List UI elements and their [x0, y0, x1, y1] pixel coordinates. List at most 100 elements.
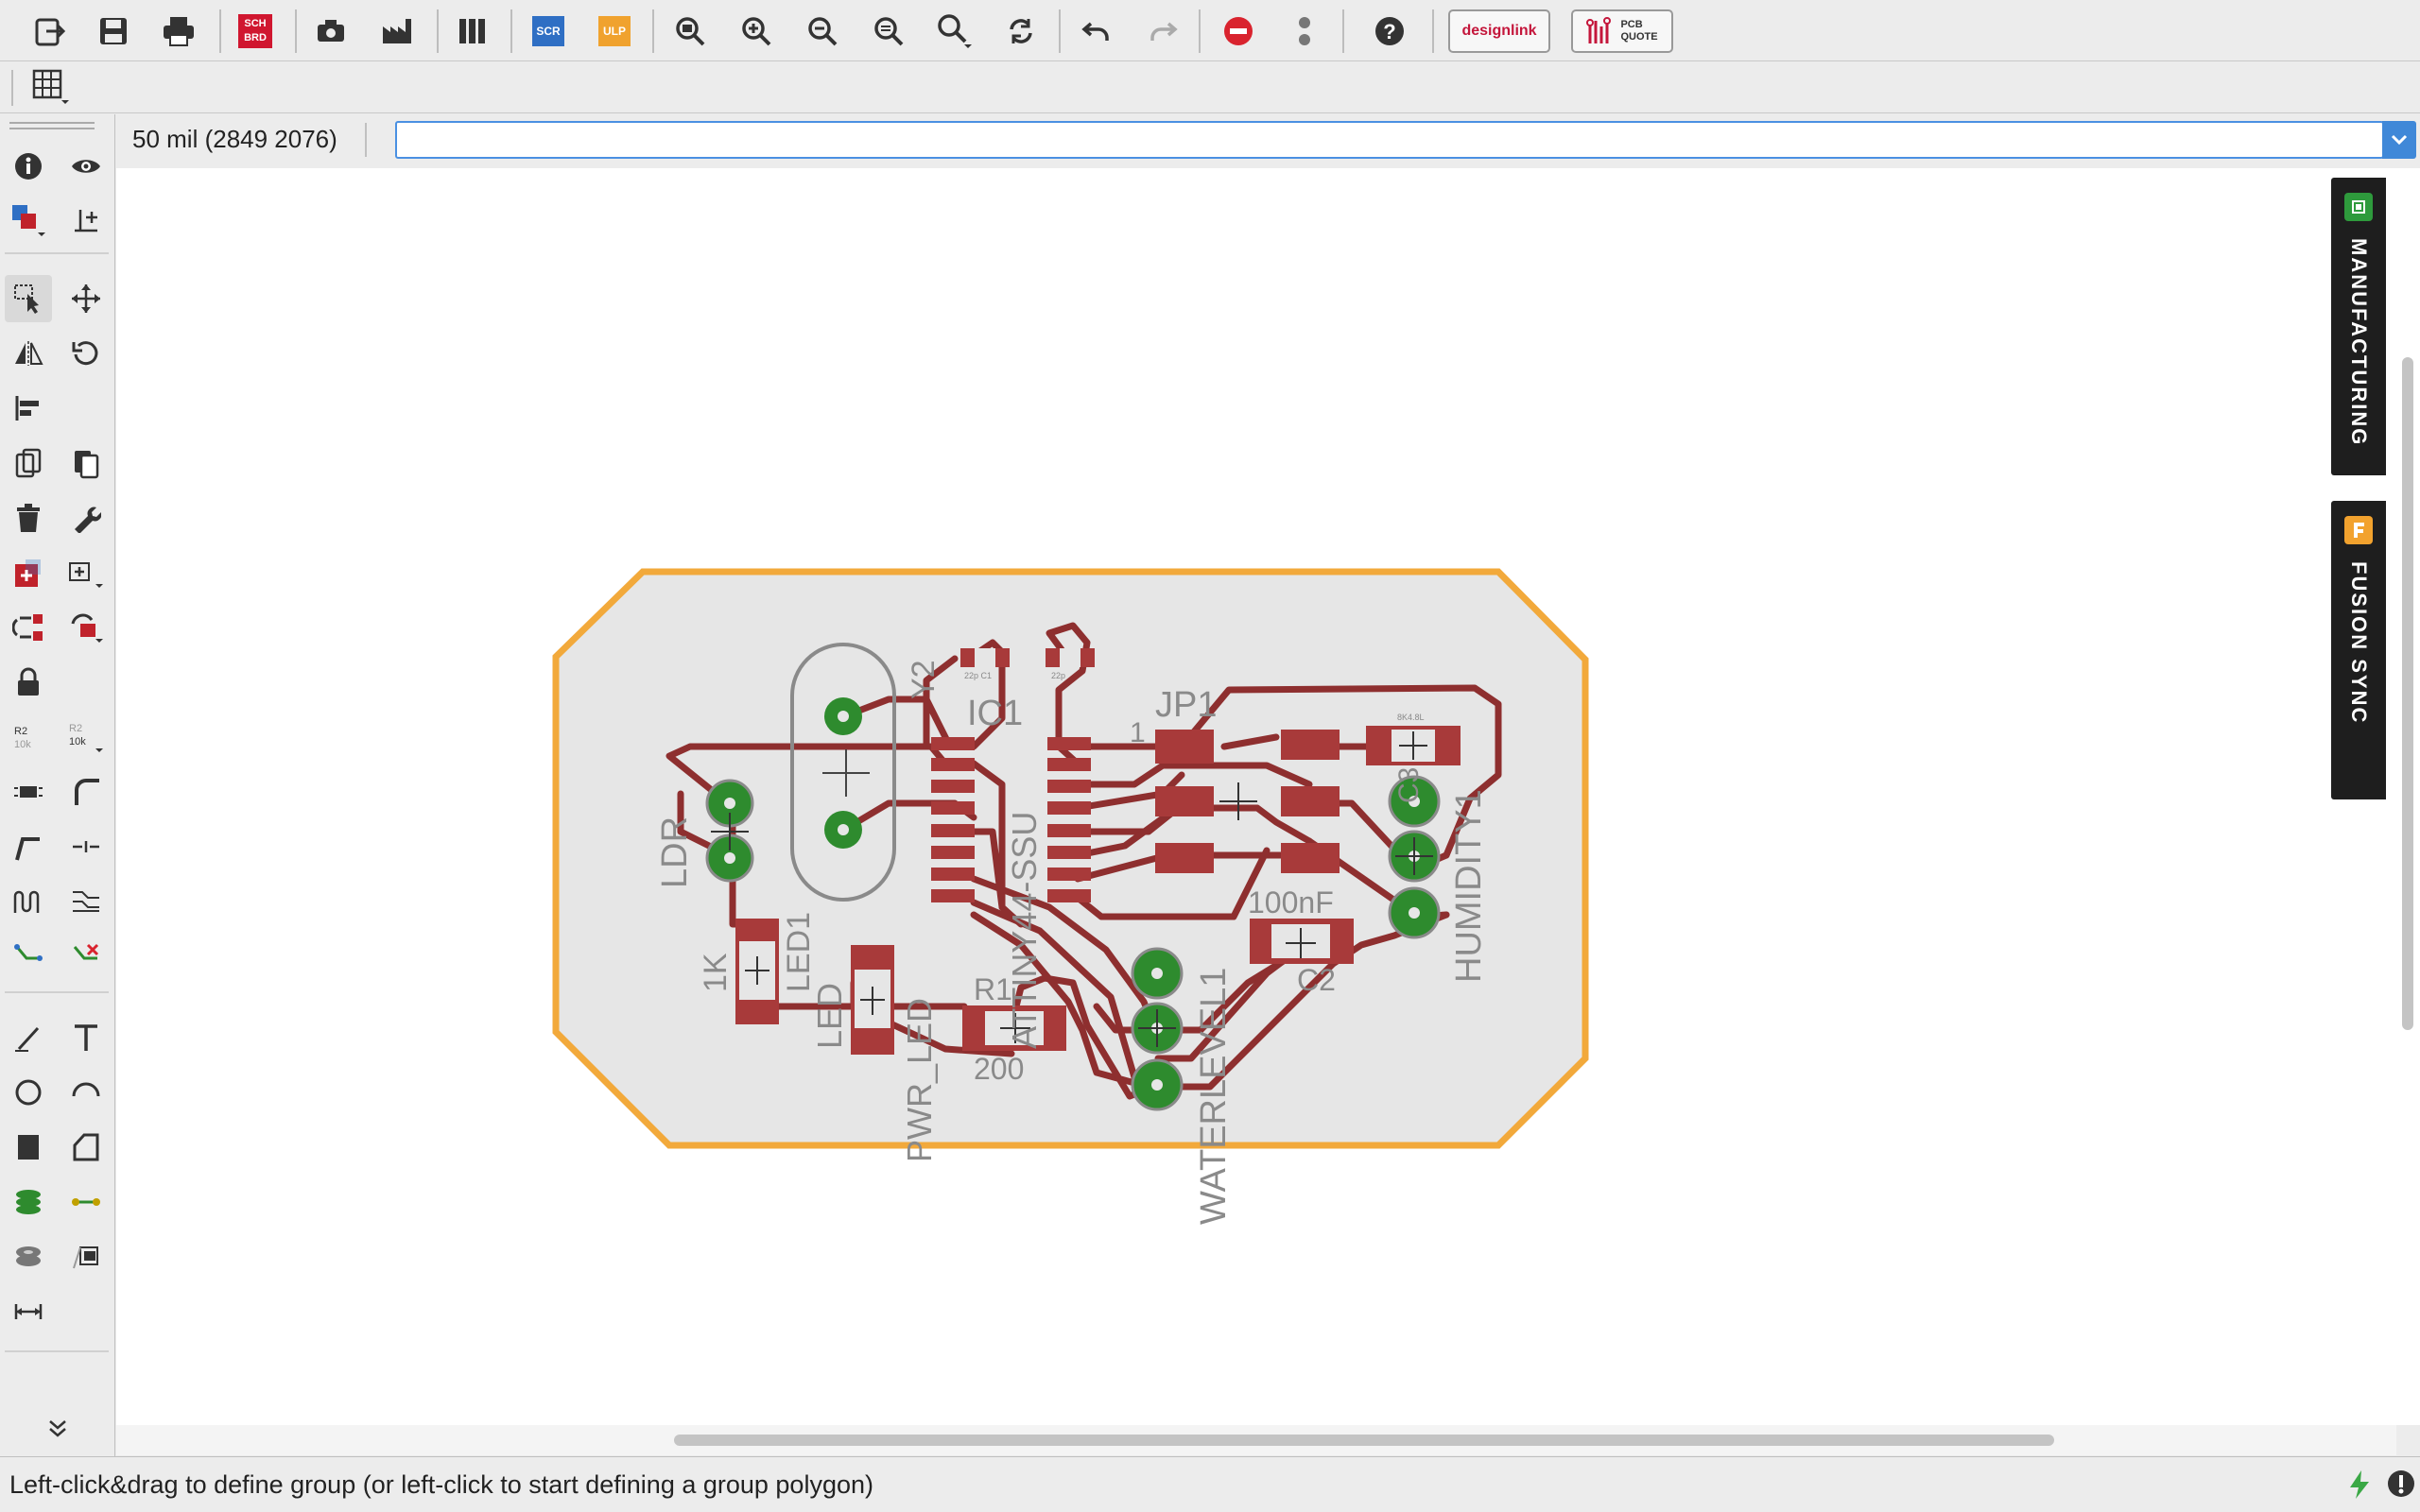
status-message: Left-click&drag to define group (or left… [9, 1470, 873, 1499]
ulp-button[interactable]: ULP [591, 8, 638, 55]
label-cap-2: 22p [1051, 671, 1065, 680]
sch-brd-switch-button[interactable]: SCH BRD [232, 8, 279, 55]
info-icon[interactable] [5, 143, 52, 190]
redraw-icon[interactable] [997, 8, 1045, 55]
help-icon[interactable]: ? [1366, 8, 1413, 55]
group-select-icon[interactable] [5, 275, 52, 322]
label-attiny: ATTINY44-SSU [1005, 812, 1044, 1049]
sch-brd-label: SCH BRD [238, 14, 272, 48]
hole-icon[interactable] [5, 1233, 52, 1280]
smash-icon[interactable] [5, 768, 52, 816]
rectangle-icon[interactable] [5, 1124, 52, 1171]
change-icon[interactable] [62, 604, 110, 651]
text-icon[interactable] [62, 1014, 110, 1061]
svg-text:10k: 10k [69, 736, 86, 747]
board-canvas[interactable]: IC1 JP1 1 100nF C2 R1 200 LDR 1K LED1 LE… [116, 168, 2396, 1425]
command-input[interactable] [395, 121, 2384, 159]
manufacturing-panel-tab[interactable]: MANUFACTURING [2331, 178, 2386, 475]
lock-icon[interactable] [5, 659, 52, 706]
designlink-button[interactable]: designlink [1448, 9, 1550, 53]
save-icon[interactable] [90, 8, 137, 55]
expand-palette-icon[interactable] [34, 1405, 81, 1452]
zoom-fit-icon[interactable] [666, 8, 714, 55]
go-icon[interactable] [1281, 8, 1328, 55]
grid-icon[interactable] [26, 64, 74, 112]
lightning-icon[interactable] [2346, 1469, 2373, 1505]
dimension-icon[interactable] [5, 1288, 52, 1335]
paste-icon[interactable] [62, 439, 110, 487]
svg-text:10k: 10k [14, 739, 31, 750]
main-toolbar: SCH BRD SCR ULP [0, 0, 2420, 61]
crystal-outline [790, 643, 896, 902]
attribute-icon[interactable] [62, 1233, 110, 1280]
zoom-select-icon[interactable] [931, 8, 978, 55]
label-hum-pad: 8K4.8L [1397, 713, 1425, 722]
label-pwr-led: PWR_LED [900, 998, 939, 1162]
label-jp1-pin: 1 [1130, 717, 1146, 748]
align-icon[interactable] [5, 385, 52, 432]
script-button[interactable]: SCR [525, 8, 572, 55]
pcb-quote-button[interactable]: PCB QUOTE [1571, 9, 1673, 53]
camera-icon[interactable] [307, 8, 354, 55]
fusion-sync-panel-tab[interactable]: FUSION SYNC [2331, 501, 2386, 799]
circle-icon[interactable] [5, 1069, 52, 1116]
show-eye-icon[interactable] [62, 143, 110, 190]
undo-icon[interactable] [1073, 8, 1120, 55]
label-dot: C3 [1393, 767, 1425, 803]
print-icon[interactable] [155, 8, 202, 55]
copy-icon[interactable] [5, 439, 52, 487]
wrench-icon[interactable] [62, 494, 110, 541]
zoom-in-icon[interactable] [733, 8, 780, 55]
label-ldr: LDR [655, 816, 695, 888]
svg-text:R2: R2 [69, 723, 82, 734]
scr-label: SCR [532, 16, 564, 46]
split-icon[interactable] [5, 823, 52, 870]
grid-toolbar [0, 62, 2420, 113]
layers-icon[interactable] [5, 198, 52, 245]
line-icon[interactable] [5, 1014, 52, 1061]
svg-text:?: ? [1383, 20, 1395, 43]
zoom-previous-icon[interactable] [865, 8, 912, 55]
stop-icon[interactable] [1215, 8, 1262, 55]
command-history-dropdown[interactable] [2382, 121, 2416, 159]
polygon-icon[interactable] [62, 1124, 110, 1171]
library-icon[interactable] [449, 8, 496, 55]
signal-icon[interactable] [62, 1178, 110, 1226]
factory-icon[interactable] [373, 8, 421, 55]
add-part-icon[interactable] [5, 549, 52, 596]
horizontal-scroll-thumb[interactable] [674, 1435, 2054, 1446]
label-c2: C2 [1297, 963, 1336, 997]
vertical-scroll-thumb[interactable] [2402, 357, 2413, 1030]
open-icon[interactable] [26, 8, 74, 55]
swap-icon[interactable] [5, 604, 52, 651]
mark-icon[interactable] [62, 198, 110, 245]
designlink-label: designlink [1461, 23, 1537, 39]
rotate-icon[interactable] [62, 330, 110, 377]
mirror-icon[interactable] [5, 330, 52, 377]
horizontal-scrollbar[interactable] [116, 1425, 2396, 1455]
warning-icon[interactable] [2386, 1469, 2416, 1503]
route-icon[interactable] [5, 933, 52, 980]
label-crystal: Y2 [906, 660, 942, 699]
vertical-scrollbar[interactable] [2396, 168, 2420, 1425]
ripup-icon[interactable] [62, 933, 110, 980]
meander-icon[interactable] [5, 878, 52, 925]
redo-icon[interactable] [1139, 8, 1186, 55]
move-icon[interactable] [62, 275, 110, 322]
silk-labels: IC1 JP1 1 100nF C2 R1 200 LDR 1K LED1 LE… [655, 660, 1489, 1225]
arc-icon[interactable] [62, 1069, 110, 1116]
via-icon[interactable] [5, 1178, 52, 1226]
replace-part-icon[interactable] [62, 549, 110, 596]
ulp-label: ULP [598, 16, 631, 46]
zoom-out-icon[interactable] [799, 8, 846, 55]
route-multiple-icon[interactable] [62, 878, 110, 925]
fusion-icon [2344, 516, 2373, 544]
miter-icon[interactable] [62, 768, 110, 816]
delete-icon[interactable] [5, 494, 52, 541]
fusion-sync-label: FUSION SYNC [2347, 561, 2371, 725]
optimize-icon[interactable] [62, 823, 110, 870]
jp1-pads [1155, 730, 1340, 873]
